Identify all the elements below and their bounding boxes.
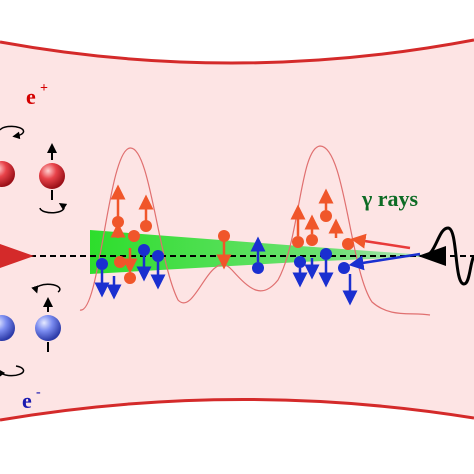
electron-marker [294,256,306,268]
particle-cluster-right [290,188,358,306]
red-incoming-arrow [350,233,411,250]
laser-arrowhead-icon [418,246,446,266]
electron-marker [252,262,264,274]
blue-incoming-arrow [348,252,421,271]
electron-marker [96,258,108,270]
electron-sphere-left [0,315,15,341]
positron-label-sup: + [40,81,48,96]
particle-cluster-middle [216,230,266,274]
electron-marker [138,244,150,256]
spin-rotation-icon [0,365,25,378]
positron-marker [112,216,124,228]
positron-label: e + [26,81,48,109]
spin-rotation-icon [0,125,25,140]
upper-boundary-curve [0,38,474,65]
laser-pulse-icon [423,226,474,286]
gamma-ray-beam [90,230,440,274]
beam-channel [0,40,474,420]
left-beam-arrowhead [0,244,34,268]
spin-rotation-icon [31,283,61,294]
positron-sphere-left [0,161,15,187]
positron-marker [292,236,304,248]
particle-cluster-left [94,184,166,300]
positron-marker [140,220,152,232]
electron-marker [338,262,350,274]
positron-label-base: e [26,84,36,109]
positron-sphere-right [39,163,65,189]
electron-label: e - [22,385,41,413]
electron-label-base: e [22,388,32,413]
spin-rotation-icon [39,202,68,214]
positron-marker [124,272,136,284]
electron-marker [320,248,332,260]
positron-marker [114,256,126,268]
positron-marker [342,238,354,250]
lower-boundary-curve [0,398,474,422]
gamma-rays-label: γ rays [361,186,419,211]
electron-sphere-right [35,315,61,341]
electron-label-sup: - [36,385,41,400]
positron-marker [128,230,140,242]
positron-marker [320,210,332,222]
positron-marker [306,234,318,246]
positron-marker [218,230,230,242]
electron-marker [152,250,164,262]
